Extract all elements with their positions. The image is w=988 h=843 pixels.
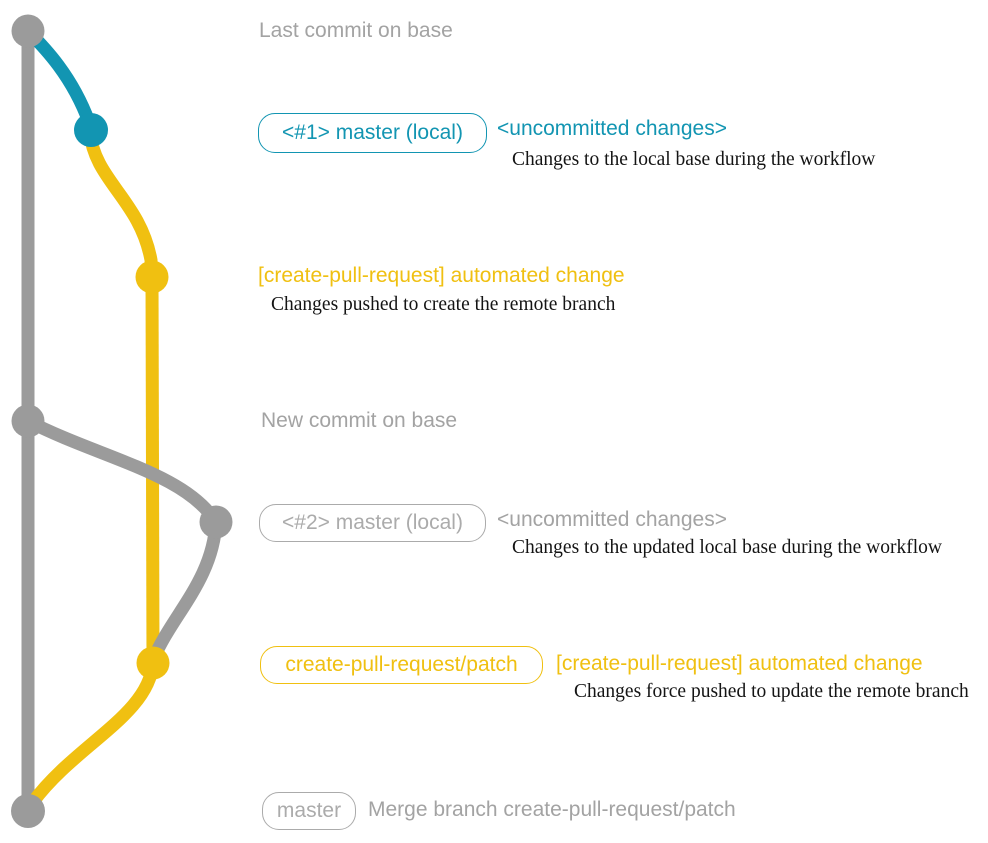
branch-pill-master-local-1-label: <#1> master (local) — [282, 121, 463, 144]
branch-pill-cpr-patch: create-pull-request/patch — [260, 646, 543, 684]
note-merge-text: Merge branch create-pull-request/patch — [368, 798, 736, 821]
label-last-commit-on-base: Last commit on base — [259, 19, 453, 42]
commit-dot-automated-change-1 — [135, 260, 169, 294]
branch-pill-master-local-2: <#2> master (local) — [259, 504, 486, 542]
commit-dot-master-local-2 — [199, 505, 233, 539]
branch-pill-master-local-1: <#1> master (local) — [258, 113, 487, 153]
commit-dot-last-commit-on-base — [11, 14, 45, 48]
note-automated-1-sub: Changes pushed to create the remote bran… — [271, 294, 616, 315]
note-uncommitted-1-sub: Changes to the local base during the wor… — [512, 149, 876, 170]
note-uncommitted-1-title: <uncommitted changes> — [497, 117, 727, 140]
note-uncommitted-2-sub: Changes to the updated local base during… — [512, 537, 942, 558]
note-uncommitted-2-title: <uncommitted changes> — [497, 508, 727, 531]
commit-dot-merge-commit — [11, 794, 45, 828]
label-new-commit-on-base: New commit on base — [261, 409, 458, 432]
commit-dot-automated-change-2 — [136, 646, 170, 680]
branch-pill-master-local-2-label: <#2> master (local) — [282, 511, 463, 534]
branch-line-master-local-2 — [25, 415, 222, 526]
commit-dot-new-commit-on-base — [11, 404, 45, 438]
branch-pill-master-label: master — [276, 799, 342, 822]
note-automated-2-sub: Changes force pushed to update the remot… — [574, 681, 969, 702]
branch-pill-cpr-patch-label: create-pull-request/patch — [285, 653, 518, 676]
branch-pill-master: master — [262, 792, 356, 830]
branch-line-rebase-to-patch — [148, 521, 223, 661]
branch-line-merge-into-base — [27, 662, 160, 806]
commit-dot-master-local-1 — [74, 113, 108, 147]
note-automated-2-title: [create-pull-request] automated change — [556, 652, 923, 675]
note-automated-1-title: [create-pull-request] automated change — [258, 264, 625, 287]
branch-line-cpr-patch-upper — [83, 131, 159, 278]
